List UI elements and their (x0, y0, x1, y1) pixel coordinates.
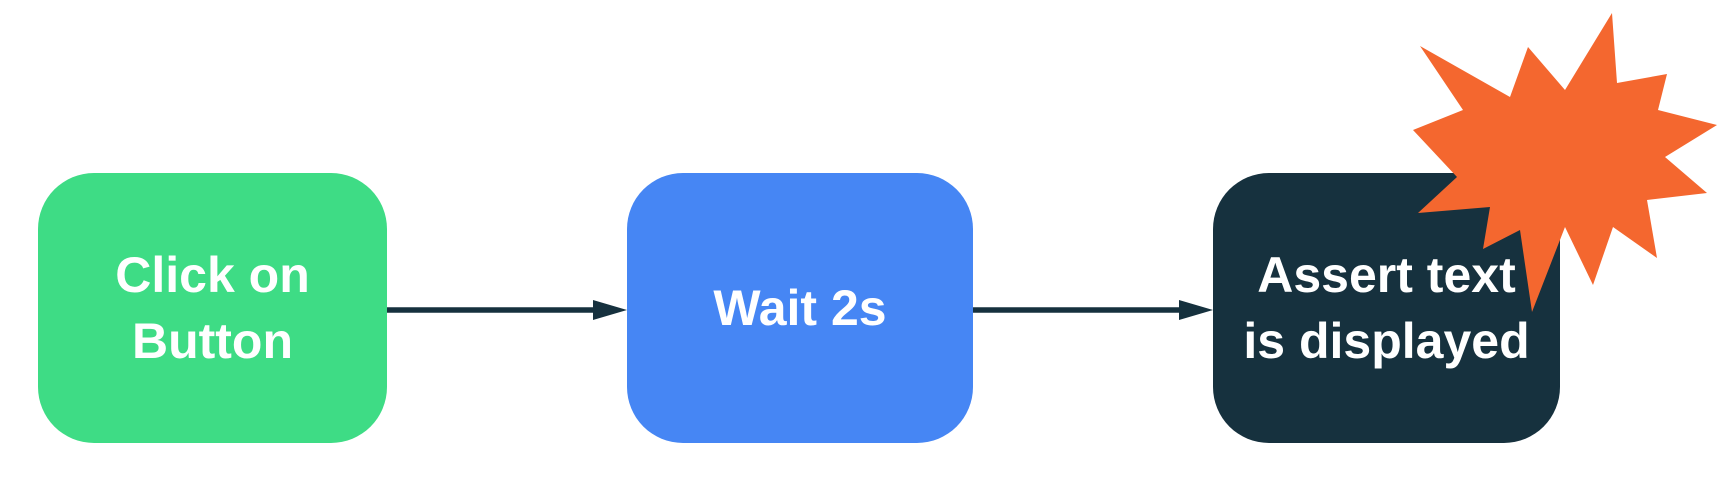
node-label: Click on Button (115, 247, 310, 369)
explosion-starburst-shape (1413, 13, 1717, 312)
arrow-head-icon (593, 300, 627, 320)
flow-node-click-on-button: Click on Button (38, 173, 387, 443)
node-label: Assert text is displayed (1243, 247, 1530, 369)
explosion-starburst-icon (1413, 13, 1717, 312)
flow-node-wait-2s: Wait 2s (627, 173, 973, 443)
node-label: Wait 2s (713, 280, 887, 336)
arrow-head-icon (1179, 300, 1213, 320)
connector-arrow-1 (387, 300, 627, 320)
connector-arrow-2 (973, 300, 1213, 320)
